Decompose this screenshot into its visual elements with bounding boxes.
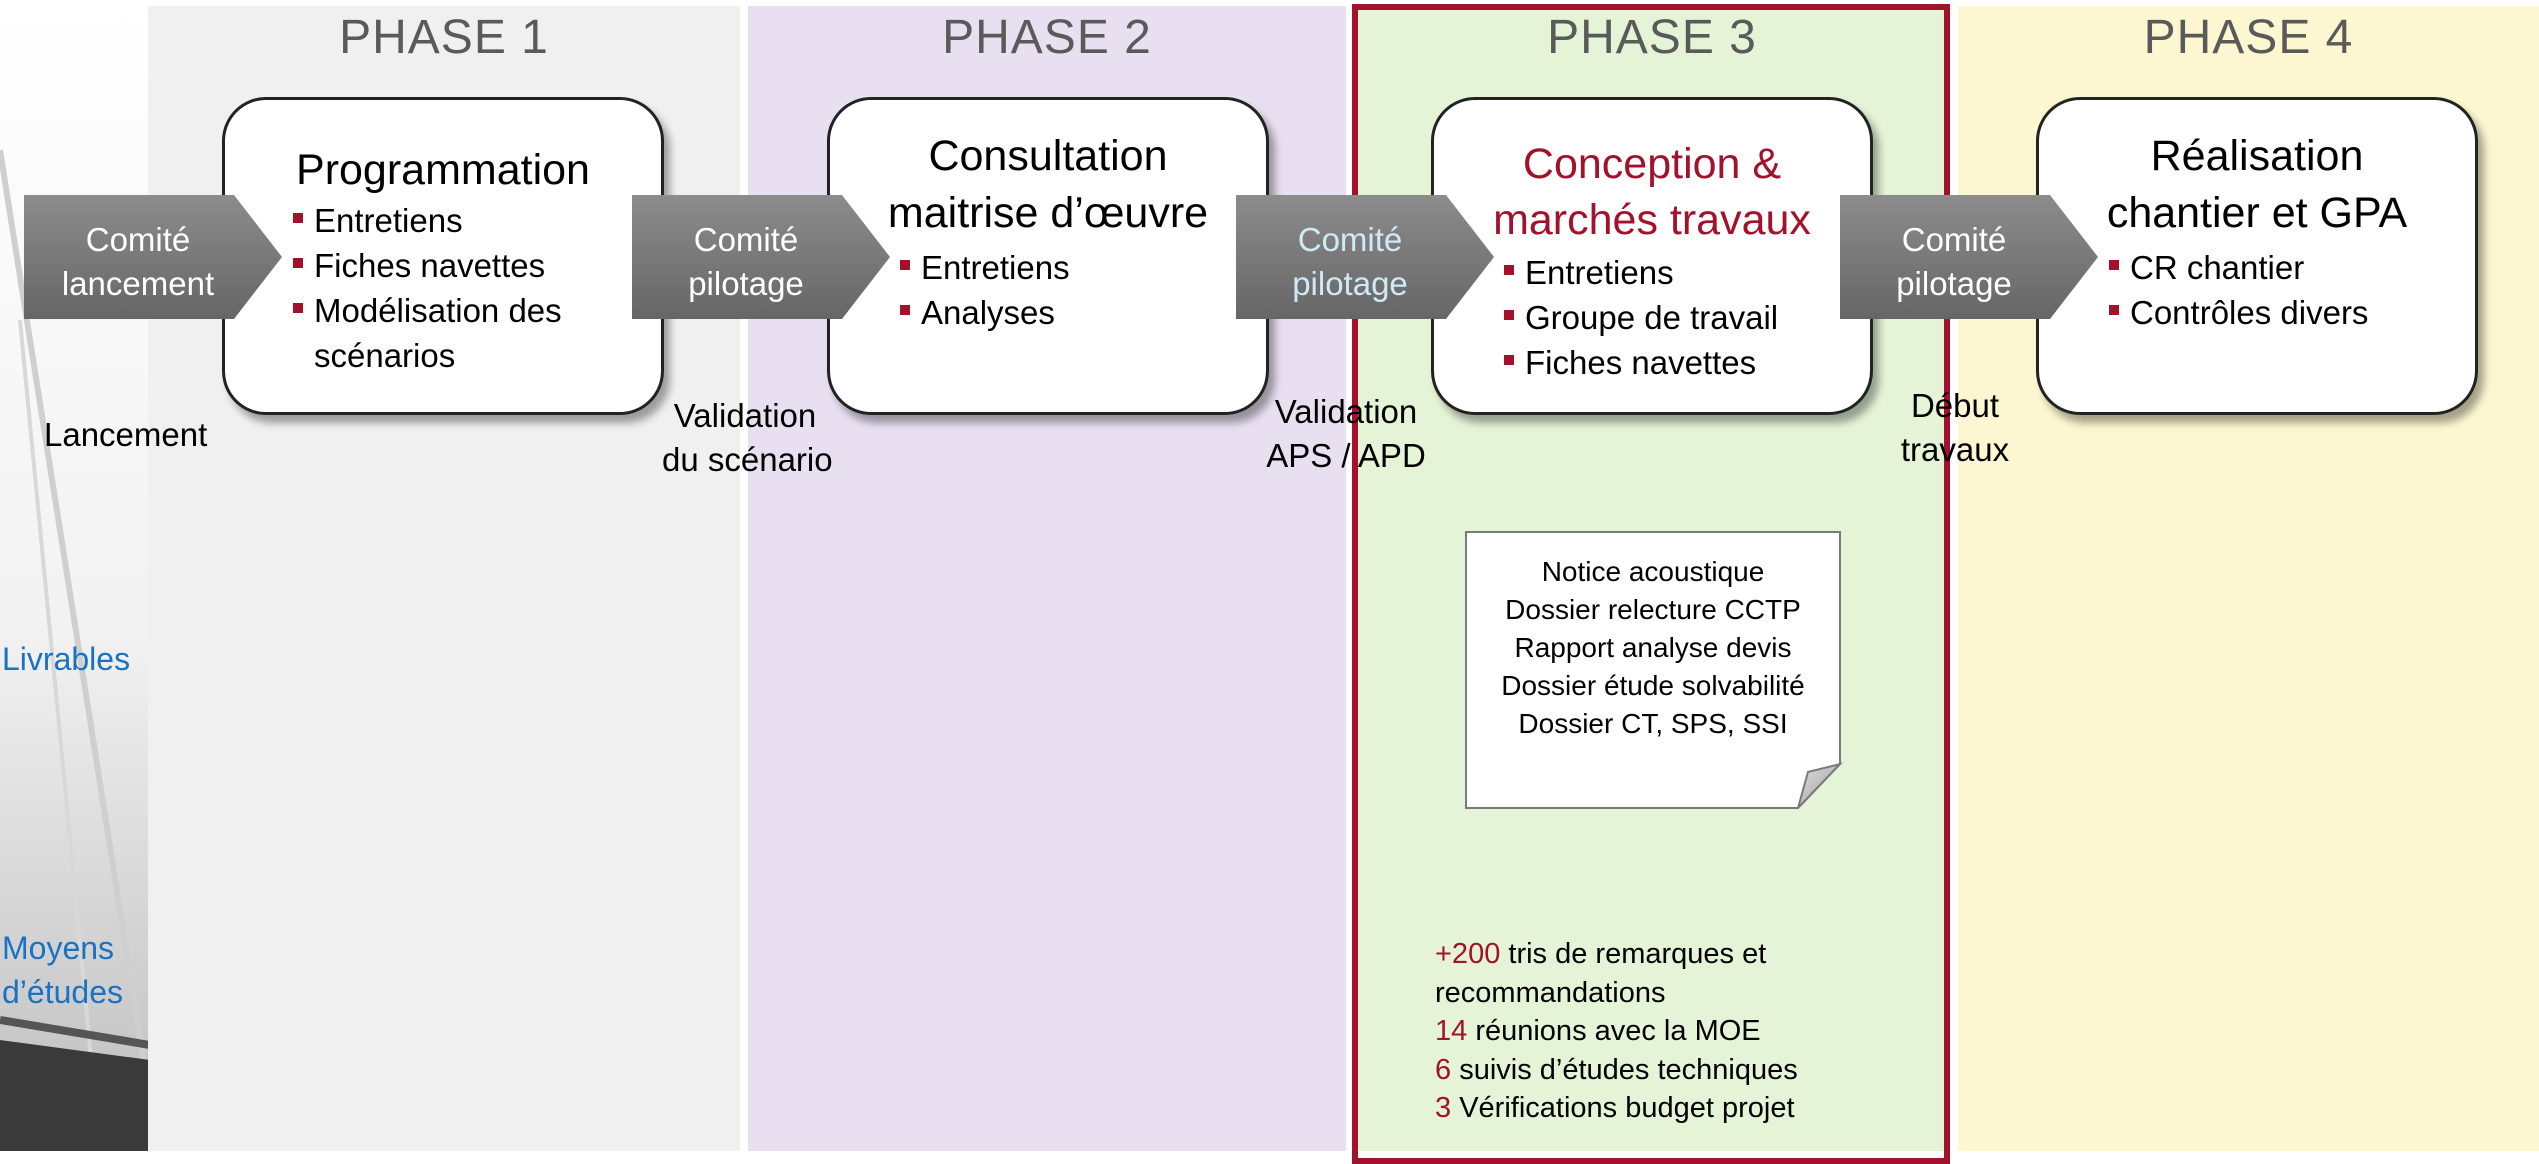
stat-text: suivis d’études techniques bbox=[1451, 1053, 1798, 1086]
stat-number: 14 bbox=[1435, 1015, 1468, 1047]
background-photo-fragment bbox=[0, 0, 150, 1151]
deliverable-item: Dossier relecture CCTP bbox=[1505, 594, 1801, 625]
deliverable-item: Rapport analyse devis bbox=[1514, 632, 1792, 663]
stat-number: 6 bbox=[1435, 1053, 1452, 1086]
box-title: Programmation bbox=[296, 146, 590, 194]
arrow-label-line1: Comité bbox=[85, 221, 191, 258]
list-item: Analyses bbox=[900, 290, 1070, 335]
study-means-stats: +200 tris de remarques et recommandation… bbox=[1435, 935, 1855, 1128]
phase-1-title: PHASE 1 bbox=[339, 11, 549, 64]
box-title-line2: marchés travaux bbox=[1493, 196, 1811, 244]
stat-text: tris de remarques et bbox=[1500, 938, 1767, 970]
milestone-validation-aps-apd: Validation APS / APD bbox=[1256, 390, 1436, 478]
box-title-line1: Consultation bbox=[928, 132, 1168, 180]
deliverable-item: Dossier étude solvabilité bbox=[1501, 670, 1805, 701]
arrow-label-line1: Comité bbox=[693, 221, 799, 258]
comite-pilotage-1-label: Comité pilotage bbox=[632, 218, 860, 306]
box-items: CR chantier Contrôles divers bbox=[2109, 245, 2368, 335]
comite-pilotage-3-label: Comité pilotage bbox=[1840, 218, 2068, 306]
list-item: Entretiens bbox=[900, 245, 1070, 290]
milestone-debut-travaux: Début travaux bbox=[1895, 384, 2015, 472]
milestone-line2: APS / APD bbox=[1266, 437, 1426, 474]
stat-text: réunions avec la MOE bbox=[1467, 1015, 1761, 1047]
arrow-label-line2: pilotage bbox=[688, 265, 804, 302]
deliverables-document-shape bbox=[1465, 531, 1844, 809]
stat-text: recommandations bbox=[1435, 976, 1666, 1009]
box-title-line1: Réalisation bbox=[2150, 132, 2364, 180]
stat-number: 3 bbox=[1435, 1092, 1452, 1124]
arrow-shape bbox=[1840, 195, 2098, 319]
box-title-line1: Conception & bbox=[1522, 140, 1782, 188]
realisation-box: Réalisation chantier et GPA CR chantier … bbox=[2036, 97, 2478, 415]
stat-line: 3 Vérifications budget projet bbox=[1435, 1089, 1855, 1128]
milestone-line2: du scénario bbox=[662, 441, 833, 478]
stat-line: +200 tris de remarques et bbox=[1435, 935, 1855, 974]
stat-line: 14 réunions avec la MOE bbox=[1435, 1012, 1855, 1051]
list-item: Groupe de travail bbox=[1504, 295, 1778, 340]
milestone-line2: travaux bbox=[1900, 431, 2010, 468]
milestone-line1: Validation bbox=[673, 397, 817, 434]
milestone-line1: Validation bbox=[1274, 393, 1418, 430]
list-item: Fiches navettes bbox=[1504, 340, 1778, 385]
deliverable-item: Notice acoustique bbox=[1541, 556, 1765, 587]
deliverable-item: Dossier CT, SPS, SSI bbox=[1518, 708, 1788, 739]
box-title-line2: maitrise d’œuvre bbox=[887, 189, 1209, 237]
stat-line: 6 suivis d’études techniques bbox=[1435, 1051, 1855, 1090]
phase-2-title: PHASE 2 bbox=[942, 11, 1152, 64]
comite-lancement-label: Comité lancement bbox=[24, 218, 252, 306]
box-items: Entretiens Groupe de travail Fiches nave… bbox=[1504, 250, 1778, 385]
phase-3-title: PHASE 3 bbox=[1547, 11, 1757, 64]
programmation-box: Programmation Entretiens Fiches navettes… bbox=[222, 97, 664, 415]
list-item-continuation: scénarios bbox=[314, 337, 456, 374]
phase-4-title: PHASE 4 bbox=[2143, 11, 2354, 64]
arrow-label-line1: Comité bbox=[1901, 221, 2007, 258]
stat-number: +200 bbox=[1435, 938, 1501, 970]
milestone-line1: Début bbox=[1910, 387, 2000, 424]
conception-box: Conception & marchés travaux Entretiens … bbox=[1431, 97, 1873, 415]
milestone-lancement: Lancement bbox=[44, 413, 207, 457]
comite-pilotage-2-label: Comité pilotage bbox=[1236, 218, 1464, 306]
arrow-shape bbox=[632, 195, 890, 319]
list-item: Entretiens bbox=[293, 198, 562, 243]
arrow-label-line2: pilotage bbox=[1292, 265, 1408, 302]
arrow-shape bbox=[24, 195, 282, 319]
arrow-label-line2: lancement bbox=[61, 265, 215, 302]
stat-text: Vérifications budget projet bbox=[1451, 1092, 1795, 1124]
box-items: Entretiens Analyses bbox=[900, 245, 1070, 335]
milestone-validation-scenario: Validation du scénario bbox=[662, 394, 833, 482]
list-item: Contrôles divers bbox=[2109, 290, 2368, 335]
arrow-label-line2: pilotage bbox=[1896, 265, 2012, 302]
box-items: Entretiens Fiches navettes Modélisation … bbox=[293, 198, 562, 378]
list-item: Modélisation des bbox=[293, 288, 562, 333]
livrables-label: Livrables bbox=[2, 641, 131, 677]
deliverables-list: Notice acoustique Dossier relecture CCTP… bbox=[1466, 553, 1840, 743]
arrow-label-line1: Comité bbox=[1297, 221, 1403, 258]
milestone-line1: Lancement bbox=[44, 416, 208, 453]
consultation-box: Consultation maitrise d’œuvre Entretiens… bbox=[827, 97, 1269, 415]
stat-line: recommandations bbox=[1435, 974, 1855, 1013]
box-title-line2: chantier et GPA bbox=[2106, 189, 2408, 237]
list-item: Fiches navettes bbox=[293, 243, 562, 288]
arrow-shape bbox=[1236, 195, 1494, 319]
moyens-label-line2: d’études bbox=[2, 974, 123, 1010]
moyens-label-line1: Moyens bbox=[2, 930, 115, 966]
list-item: CR chantier bbox=[2109, 245, 2368, 290]
list-item: Entretiens bbox=[1504, 250, 1778, 295]
